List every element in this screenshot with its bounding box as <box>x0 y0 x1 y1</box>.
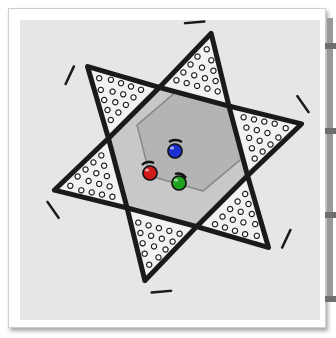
board-hole[interactable] <box>91 160 96 165</box>
board-hole[interactable] <box>254 233 259 238</box>
board-hole[interactable] <box>159 236 164 241</box>
board-hole[interactable] <box>68 183 73 188</box>
board-hole[interactable] <box>118 81 123 86</box>
board-hole[interactable] <box>195 54 200 59</box>
board-hole[interactable] <box>228 207 233 212</box>
board-hole[interactable] <box>89 190 94 195</box>
board-hole[interactable] <box>97 181 102 186</box>
board-hole[interactable] <box>184 81 189 86</box>
board-hole[interactable] <box>241 220 246 225</box>
board-hole[interactable] <box>123 102 128 107</box>
board-hole[interactable] <box>246 201 251 206</box>
board-hole[interactable] <box>110 89 115 94</box>
board-hole[interactable] <box>151 244 156 249</box>
board-hole[interactable] <box>276 135 281 140</box>
board-hole[interactable] <box>163 247 168 252</box>
board-hole[interactable] <box>211 68 216 73</box>
board-hole[interactable] <box>104 174 109 179</box>
board-hole[interactable] <box>113 100 118 105</box>
board-hole[interactable] <box>249 146 254 151</box>
board-hole[interactable] <box>181 70 186 75</box>
board-hole[interactable] <box>110 194 115 199</box>
sketch-accent <box>297 96 308 112</box>
board-hole[interactable] <box>149 233 154 238</box>
board-hole[interactable] <box>79 188 84 193</box>
board-hole[interactable] <box>83 167 88 172</box>
board-hole[interactable] <box>195 83 200 88</box>
board-hole[interactable] <box>138 87 143 92</box>
board-hole[interactable] <box>232 228 237 233</box>
board-hole[interactable] <box>205 86 210 91</box>
board-hole[interactable] <box>209 58 214 63</box>
board-hole[interactable] <box>257 138 262 143</box>
board-hole[interactable] <box>147 262 152 267</box>
board-hole[interactable] <box>99 153 104 158</box>
board-hole[interactable] <box>107 184 112 189</box>
board-hole[interactable] <box>283 126 288 131</box>
board-hole[interactable] <box>146 223 151 228</box>
board-hole[interactable] <box>75 174 80 179</box>
board-hole[interactable] <box>212 222 217 227</box>
board-hole[interactable] <box>116 110 121 115</box>
board-hole[interactable] <box>131 95 136 100</box>
board-hole[interactable] <box>253 222 258 227</box>
sketch-accent <box>282 230 290 248</box>
board-hole[interactable] <box>97 76 102 81</box>
board-hole[interactable] <box>243 191 248 196</box>
board-hole[interactable] <box>265 130 270 135</box>
board-hole[interactable] <box>156 226 161 231</box>
sketch-accent <box>152 291 171 293</box>
board-hole[interactable] <box>136 220 141 225</box>
board-hole[interactable] <box>138 230 143 235</box>
board-hole[interactable] <box>170 239 175 244</box>
board-hole[interactable] <box>260 149 265 154</box>
board-hole[interactable] <box>238 209 243 214</box>
board-hole[interactable] <box>249 211 254 216</box>
board-hole[interactable] <box>243 232 248 237</box>
sketch-accent <box>48 202 59 218</box>
board-hole[interactable] <box>215 89 220 94</box>
board-hole[interactable] <box>108 77 113 82</box>
board-hole[interactable] <box>98 87 103 92</box>
board-hole[interactable] <box>241 115 246 120</box>
board-hole[interactable] <box>262 119 267 124</box>
board-hole[interactable] <box>244 125 249 130</box>
board-hole[interactable] <box>268 142 273 147</box>
board-hole[interactable] <box>199 65 204 70</box>
board-hole[interactable] <box>121 92 126 97</box>
board-hole[interactable] <box>177 231 182 236</box>
board-hole[interactable] <box>167 228 172 233</box>
board-hole[interactable] <box>202 76 207 81</box>
board-hole[interactable] <box>86 178 91 183</box>
board-hole[interactable] <box>188 62 193 67</box>
board-hole[interactable] <box>105 107 110 112</box>
board-hole[interactable] <box>140 241 145 246</box>
board-hole[interactable] <box>204 47 209 52</box>
board-hole[interactable] <box>235 199 240 204</box>
board-hole[interactable] <box>102 163 107 168</box>
board-hole[interactable] <box>99 192 104 197</box>
board-hole[interactable] <box>192 73 197 78</box>
board-hole[interactable] <box>272 121 277 126</box>
sketch-accent <box>185 22 204 24</box>
board-hole[interactable] <box>142 251 147 256</box>
board-hole[interactable] <box>128 84 133 89</box>
board-hole[interactable] <box>94 171 99 176</box>
board-hole[interactable] <box>247 135 252 140</box>
board-hole[interactable] <box>252 156 257 161</box>
board-hole[interactable] <box>220 214 225 219</box>
sketch-accent <box>66 66 74 84</box>
board-hole[interactable] <box>156 255 161 260</box>
board-hole[interactable] <box>213 78 218 83</box>
board-hole[interactable] <box>251 117 256 122</box>
board-hole[interactable] <box>230 217 235 222</box>
board-hole[interactable] <box>222 225 227 230</box>
board-hole[interactable] <box>174 78 179 83</box>
board-hole[interactable] <box>102 97 107 102</box>
board-hole[interactable] <box>108 117 113 122</box>
board-hole[interactable] <box>254 128 259 133</box>
